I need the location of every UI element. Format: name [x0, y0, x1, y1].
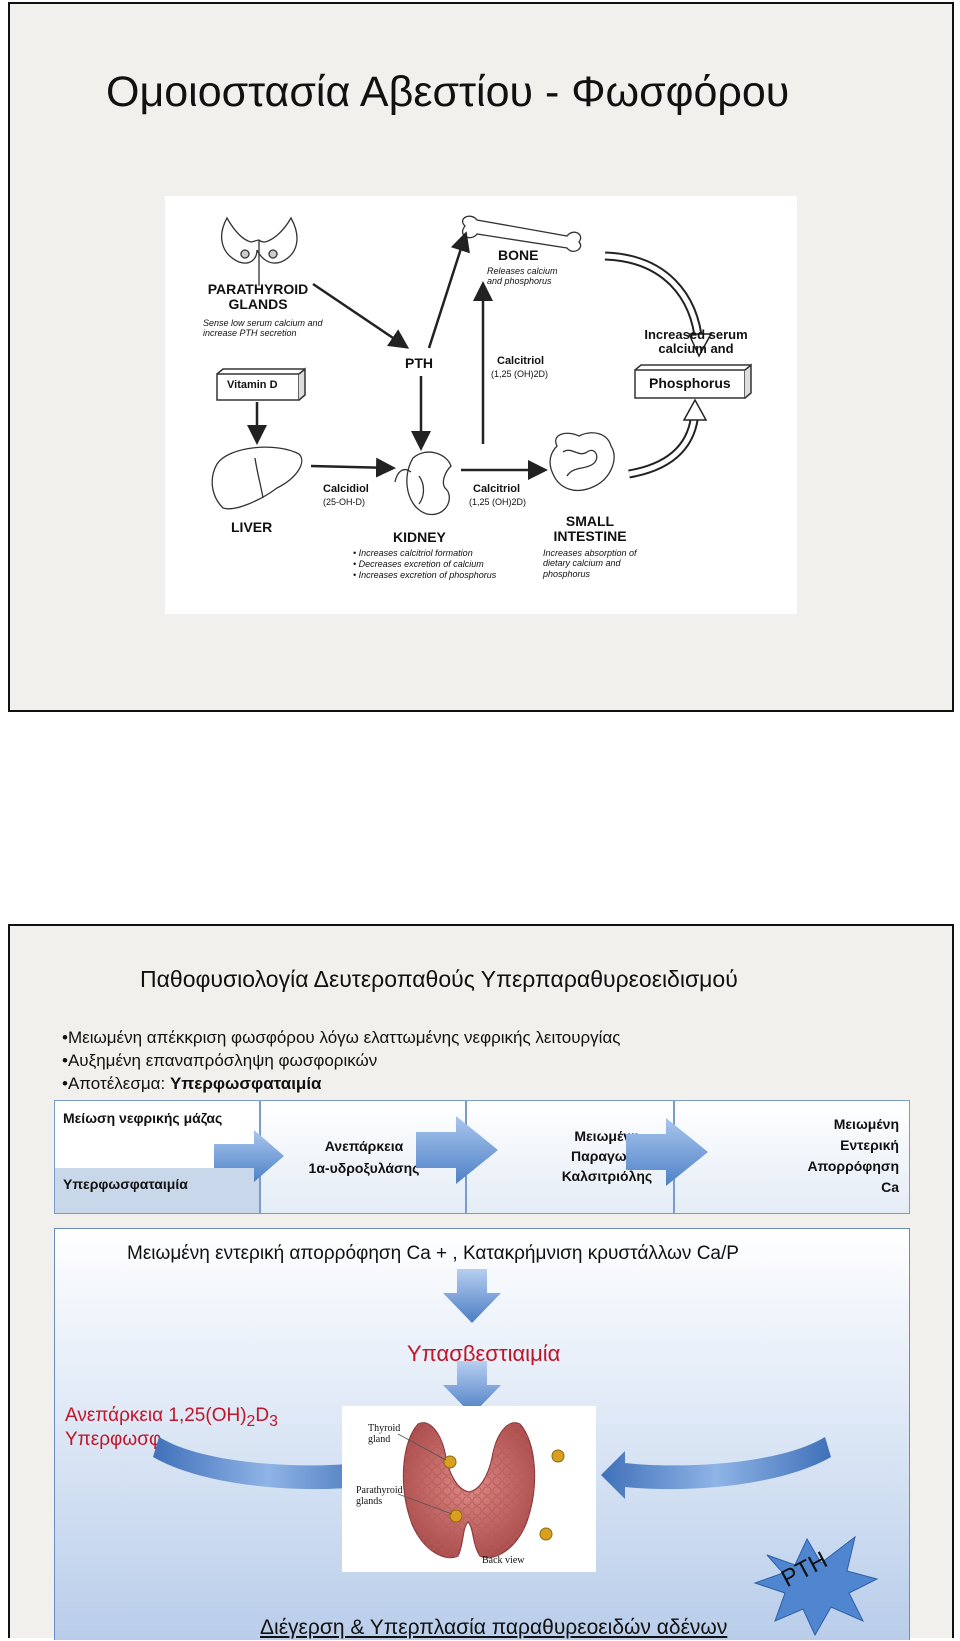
flow-box-4-line-3: Απορρόφηση	[807, 1158, 899, 1174]
result-prefix: •Αποτέλεσμα:	[62, 1074, 170, 1093]
flow-box-4-line-1: Μειωμένη	[833, 1116, 899, 1132]
flow-diagram: Μείωση νεφρικής μάζας Υπερφωσφαταιμία Αν…	[54, 1100, 910, 1216]
right-arrow-icon	[626, 1118, 708, 1186]
pth-label: PTH	[405, 355, 433, 371]
hyperphosphatemia-partial-label: Υπερφωσφ	[65, 1429, 162, 1450]
vitamin-d-box	[216, 367, 306, 401]
deficiency-text: Ανεπάρκεια 1,25(OH)	[65, 1405, 247, 1426]
flow-box-4-line-4: Ca	[881, 1179, 899, 1195]
flow-box-4: Μειωμένη Εντερική Απορρόφηση Ca	[674, 1100, 910, 1214]
flow-box-2-line-2: 1α-υδροξυλάσης	[308, 1160, 420, 1176]
kidney-note-2: • Decreases excretion of calcium	[353, 559, 484, 569]
right-arrow-icon	[416, 1116, 498, 1184]
phosphorus-box	[634, 363, 752, 399]
calcidiol-formula: (25-OH-D)	[323, 497, 365, 507]
liver-icon	[211, 446, 303, 510]
back-view-caption: Back view	[482, 1555, 525, 1566]
calcitriol-bottom-formula: (1,25 (OH)2D)	[469, 497, 527, 507]
flow-box-4-line-2: Εντερική	[840, 1137, 899, 1153]
flow-box-2-line-1: Ανεπάρκεια	[324, 1138, 404, 1154]
slide-secondary-hyperparathyroidism: Παθοφυσιολογία Δευτεροπαθούς Υπερπαραθυρ…	[8, 924, 954, 1640]
right-arrow-icon	[214, 1130, 284, 1182]
calcitriol-top-label: Calcitriol	[497, 355, 545, 367]
diagram-arrows	[211, 215, 752, 516]
down-arrow-icon	[443, 1269, 501, 1323]
bone-label: BONE	[498, 247, 539, 263]
mechanism-arrows	[153, 1269, 879, 1637]
parathyroid-gland-icon	[449, 1509, 463, 1523]
bone-icon	[462, 215, 582, 252]
result-value: Υπερφωσφαταιμία	[169, 1074, 322, 1093]
kidney-icon	[394, 451, 452, 516]
kidney-label: KIDNEY	[393, 529, 446, 545]
pth-burst-icon	[753, 1535, 879, 1637]
flow-box-3-line-2: Παραγωγή	[571, 1148, 643, 1164]
phosphorus-label: Phosphorus	[649, 375, 731, 391]
down-arrow-icon	[443, 1361, 501, 1415]
bullet-item: •Αυξημένη επαναπρόσληψη φωσφορικών	[62, 1051, 378, 1070]
thyroid-gland-caption: Thyroid gland	[368, 1423, 401, 1445]
small-intestine-label: SMALL INTESTINE	[553, 513, 627, 544]
calcitriol-top-formula: (1,25 (OH)2D)	[491, 369, 549, 379]
thyroid-gland-image	[397, 1422, 565, 1559]
calcitriol-deficiency-label: Ανεπάρκεια 1,25(OH)2D3	[65, 1405, 278, 1431]
deficiency-sub-1: 2	[246, 1412, 256, 1430]
curved-arrow-left-icon	[601, 1437, 831, 1499]
increased-serum-label: Increased serum calcium and	[644, 327, 748, 356]
bullet-list: •Μειωμένη απέκκριση φωσφόρου λόγω ελαττω…	[62, 1026, 620, 1095]
parathyroid-glands-label: PARATHYROID GLANDS	[207, 281, 309, 312]
conclusion-text: Διέγερση & Υπερπλασία παραθυρεοειδών αδέ…	[260, 1616, 728, 1639]
deficiency-sub-2: 3	[269, 1412, 278, 1430]
liver-label: LIVER	[231, 519, 273, 535]
flow-arrows	[214, 1116, 708, 1186]
kidney-note-1: • Increases calcitriol formation	[353, 548, 473, 558]
flow-box-3-line-3: Καλσιτριόλης	[561, 1168, 653, 1184]
parathyroid-gland-icon	[443, 1455, 457, 1469]
thyroid-parathyroid-illustration: Thyroid gland Parathyroid glands Back vi…	[342, 1406, 596, 1572]
calcitriol-bottom-label: Calcitriol	[473, 483, 521, 495]
vitamin-d-label: Vitamin D	[227, 379, 278, 391]
slide-title: Παθοφυσιολογία Δευτεροπαθούς Υπερπαραθυρ…	[140, 966, 738, 992]
flow-box-3-line-1: Μειωμένη	[574, 1128, 640, 1144]
slide-title: Ομοιοστασία Αβεστίου - Φωσφόρου	[106, 68, 790, 116]
bullet-item-result: •Αποτέλεσμα: Υπερφωσφαταιμία	[62, 1072, 620, 1095]
parathyroid-note: Sense low serum calcium and increase PTH…	[203, 318, 323, 339]
flow-box-1-bottom: Υπερφωσφαταιμία	[63, 1176, 188, 1192]
intestine-note: Increases absorption of dietary calcium …	[543, 548, 637, 579]
small-intestine-icon	[549, 432, 615, 491]
homeostasis-diagram: PARATHYROID GLANDS Sense low serum calci…	[165, 196, 797, 614]
deficiency-d: D	[255, 1405, 270, 1426]
slide-calcium-phosphorus-homeostasis: Ομοιοστασία Αβεστίου - Φωσφόρου	[8, 2, 954, 712]
flow-box-1-top: Μείωση νεφρικής μάζας	[63, 1110, 223, 1126]
parathyroid-glands-icon	[221, 216, 298, 286]
kidney-note-3: • Increases excretion of phosphorus	[353, 570, 497, 580]
parathyroid-glands-caption: Parathyroid glands	[356, 1485, 403, 1507]
parathyroid-gland-icon	[551, 1449, 565, 1463]
bone-note: Releases calcium and phosphorus	[487, 266, 558, 287]
bullet-item: •Μειωμένη απέκκριση φωσφόρου λόγω ελαττω…	[62, 1028, 621, 1047]
parathyroid-gland-icon	[539, 1527, 553, 1541]
mechanism-line-1: Μειωμένη εντερική απορρόφηση Ca + , Κατα…	[127, 1243, 739, 1264]
calcidiol-label: Calcidiol	[323, 483, 369, 495]
curved-arrow-right-icon	[153, 1437, 383, 1499]
